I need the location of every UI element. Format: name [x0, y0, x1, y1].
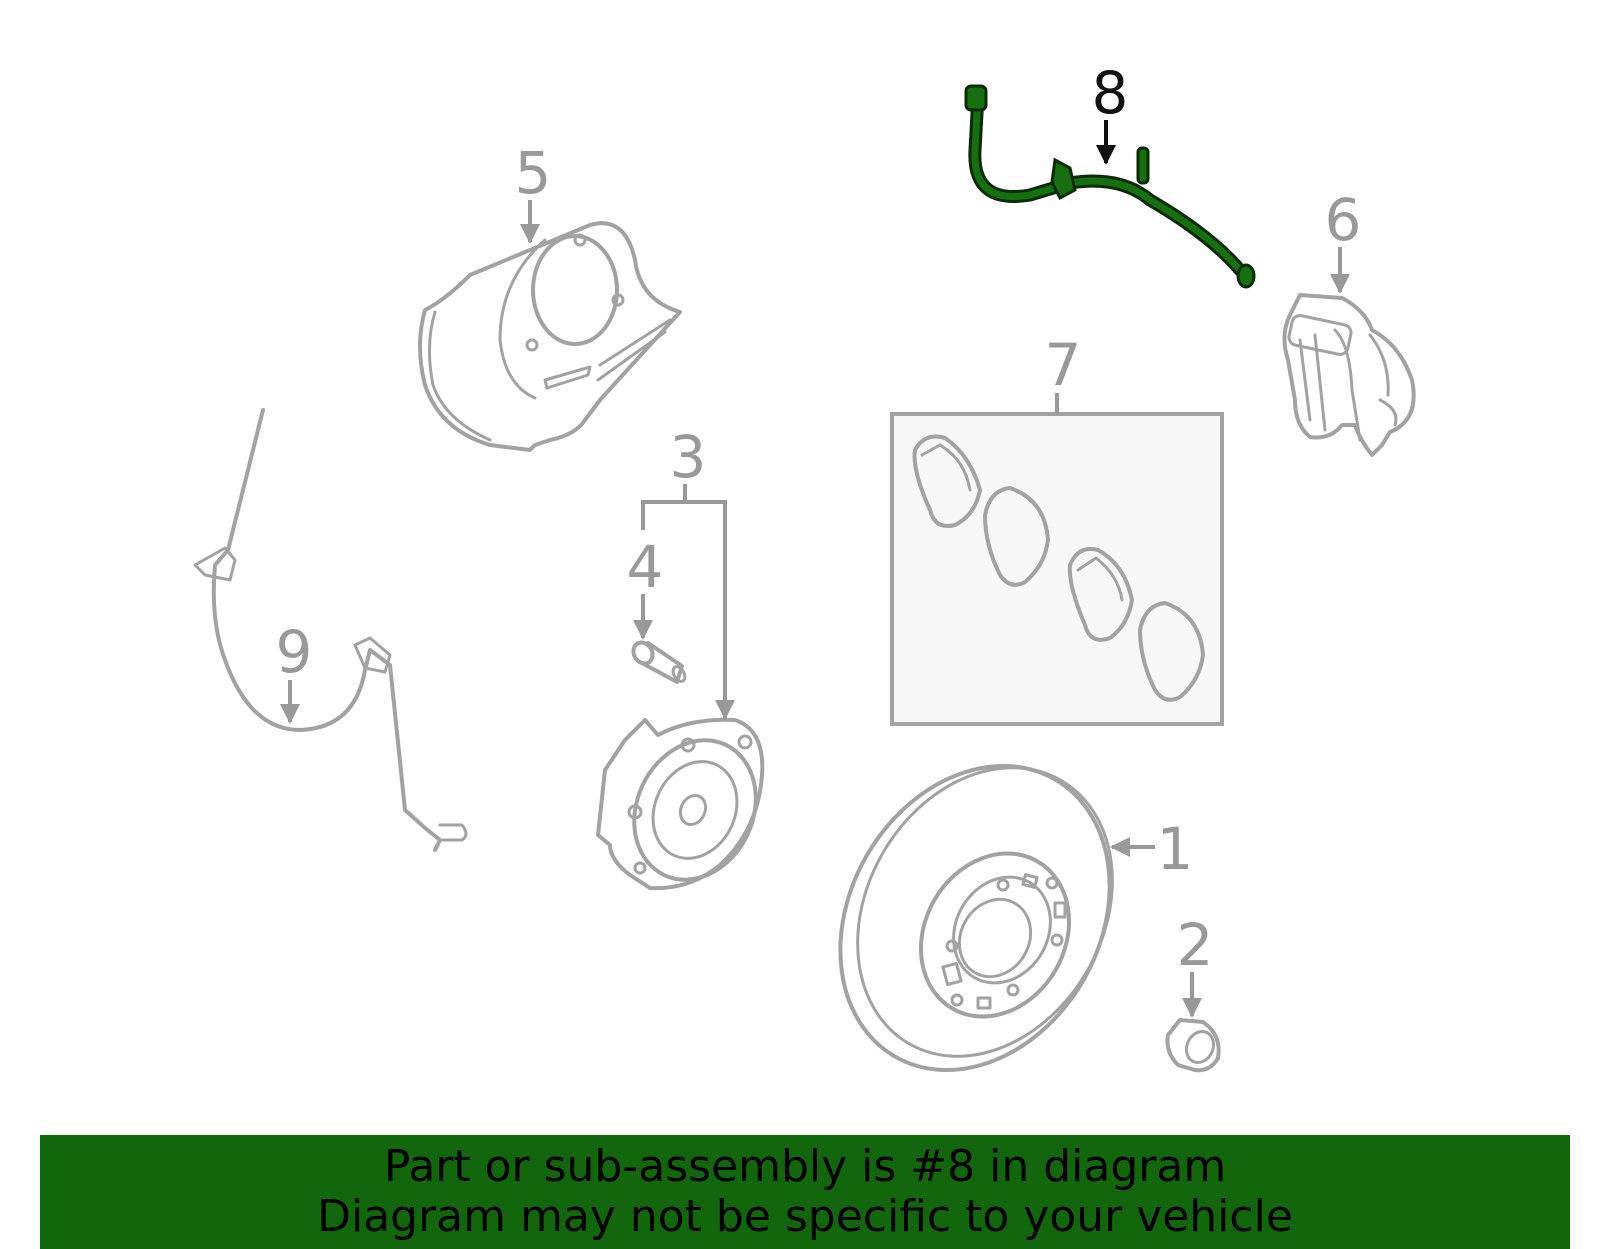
- callout-1: 1: [1110, 815, 1194, 883]
- banner-line-part-number: Part or sub-assembly is #8 in diagram: [383, 1141, 1227, 1192]
- lug-nut-part[interactable]: [1165, 1018, 1221, 1073]
- brake-caliper-part[interactable]: [1282, 293, 1416, 457]
- callout-6-label: 6: [1325, 186, 1362, 254]
- callout-2-label: 2: [1177, 911, 1214, 979]
- callout-1-label: 1: [1157, 815, 1194, 883]
- callout-4: 4: [627, 533, 664, 640]
- callout-5-label: 5: [515, 139, 552, 207]
- callout-3-label: 3: [670, 423, 707, 491]
- callout-8: 8: [1092, 59, 1129, 165]
- wheel-stud-part[interactable]: [630, 639, 688, 684]
- brake-pad-kit-part[interactable]: [890, 412, 1224, 726]
- abs-sensor-part[interactable]: [193, 408, 468, 852]
- callout-3: 3: [641, 423, 735, 720]
- callout-2: 2: [1177, 911, 1214, 1018]
- callout-9: 9: [276, 618, 313, 724]
- banner-line-disclaimer: Diagram may not be specific to your vehi…: [317, 1191, 1293, 1242]
- callout-4-label: 4: [627, 533, 664, 601]
- brake-rotor-part[interactable]: [787, 717, 1164, 1119]
- brake-hose-part[interactable]: [964, 84, 1256, 289]
- callout-9-label: 9: [276, 618, 313, 686]
- callout-5: 5: [515, 139, 552, 244]
- callout-7: 7: [1045, 331, 1082, 414]
- info-banner: Part or sub-assembly is #8 in diagram Di…: [40, 1135, 1570, 1249]
- dust-shield-part[interactable]: [418, 221, 682, 452]
- callout-8-label: 8: [1092, 59, 1129, 127]
- callout-6: 6: [1325, 186, 1362, 294]
- hub-bearing-part[interactable]: [596, 717, 778, 900]
- callout-7-label: 7: [1045, 331, 1082, 399]
